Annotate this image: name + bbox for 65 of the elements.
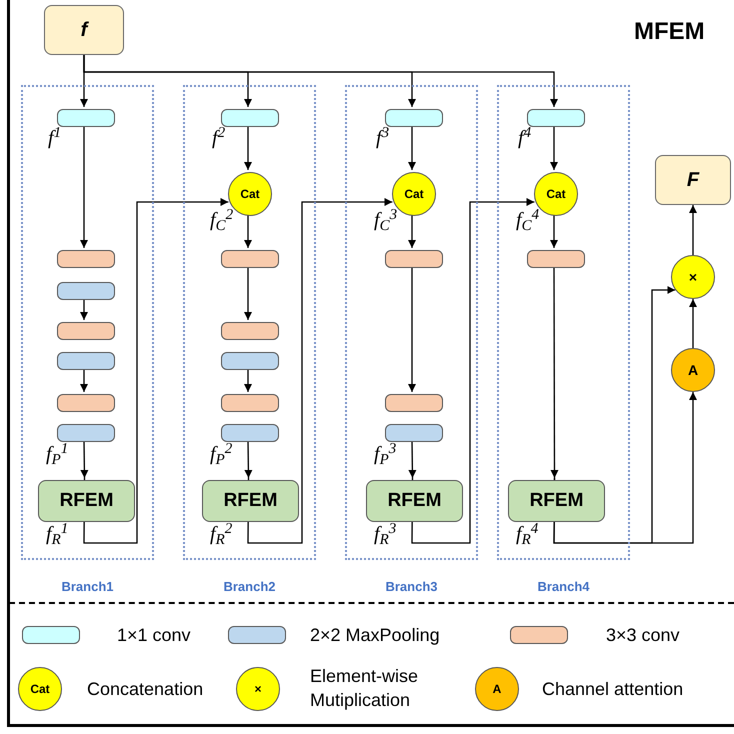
- legend-label: Element-wise Mutiplication: [310, 665, 420, 712]
- conv3x3-block: [385, 394, 443, 412]
- maxpool-block: [57, 424, 115, 442]
- maxpool-block: [57, 282, 115, 300]
- feature-box: f: [44, 5, 124, 55]
- legend-swatch: A: [475, 667, 519, 711]
- conv1x1-block: [221, 109, 279, 127]
- arrow: [244, 125, 252, 170]
- maxpool-block: [221, 424, 279, 442]
- arrow: [80, 440, 88, 478]
- branch-label: Branch2: [222, 578, 277, 596]
- arrow: [408, 440, 416, 478]
- diagram-title: MFEM: [634, 17, 705, 47]
- conv1x1-block: [385, 109, 443, 127]
- branch-label: Branch1: [60, 578, 115, 596]
- arrow: [247, 198, 392, 544]
- conv3x3-block: [57, 322, 115, 340]
- arrow: [80, 125, 88, 248]
- conv3x3-block: [221, 394, 279, 412]
- conv3x3-block: [221, 250, 279, 268]
- arrow: [244, 214, 252, 248]
- arrow: [550, 266, 558, 478]
- arrow: [244, 440, 252, 478]
- conv3x3-block: [527, 250, 585, 268]
- arrow: [83, 55, 558, 107]
- arrow: [244, 368, 252, 392]
- rfem-block: RFEM: [366, 480, 463, 522]
- legend-label: 1×1 conv: [117, 624, 191, 647]
- feature-label: f$^{3}$: [376, 128, 390, 148]
- conv3x3-block: [57, 250, 115, 268]
- arrow: [689, 205, 697, 255]
- legend-label: Concatenation: [87, 678, 204, 701]
- conv1x1-block: [527, 109, 585, 127]
- branch-label: Branch3: [384, 578, 439, 596]
- legend-swatch: Cat: [18, 667, 62, 711]
- arrow: [83, 198, 228, 544]
- arrow: [408, 214, 416, 248]
- legend-label: 3×3 conv: [606, 624, 680, 647]
- feature-label: f$^{2}$: [212, 128, 226, 148]
- arrow: [550, 125, 558, 170]
- arrow: [80, 298, 88, 320]
- maxpool-block: [385, 424, 443, 442]
- conv3x3-block: [221, 322, 279, 340]
- arrow: [408, 125, 416, 170]
- rfem-block: RFEM: [508, 480, 605, 522]
- feature-box: F: [655, 155, 731, 205]
- arrow: [550, 214, 558, 248]
- arrow: [80, 368, 88, 392]
- branch-label: Branch4: [536, 578, 591, 596]
- legend-label: 2×2 MaxPooling: [310, 624, 440, 647]
- rfem-block: RFEM: [38, 480, 135, 522]
- arrow: [689, 299, 697, 348]
- arrow: [411, 198, 534, 544]
- feature-label: f$^{1}$: [48, 128, 62, 148]
- rfem-block: RFEM: [202, 480, 299, 522]
- arrow: [408, 266, 416, 392]
- maxpool-block: [57, 352, 115, 370]
- conv3x3-block: [385, 250, 443, 268]
- conv1x1-block: [57, 109, 115, 127]
- feature-label: f$^{4}$: [518, 128, 532, 148]
- maxpool-block: [221, 352, 279, 370]
- conv3x3-block: [57, 394, 115, 412]
- legend-swatch: ×: [236, 667, 280, 711]
- legend-label: Channel attention: [542, 678, 684, 701]
- arrow: [244, 266, 252, 320]
